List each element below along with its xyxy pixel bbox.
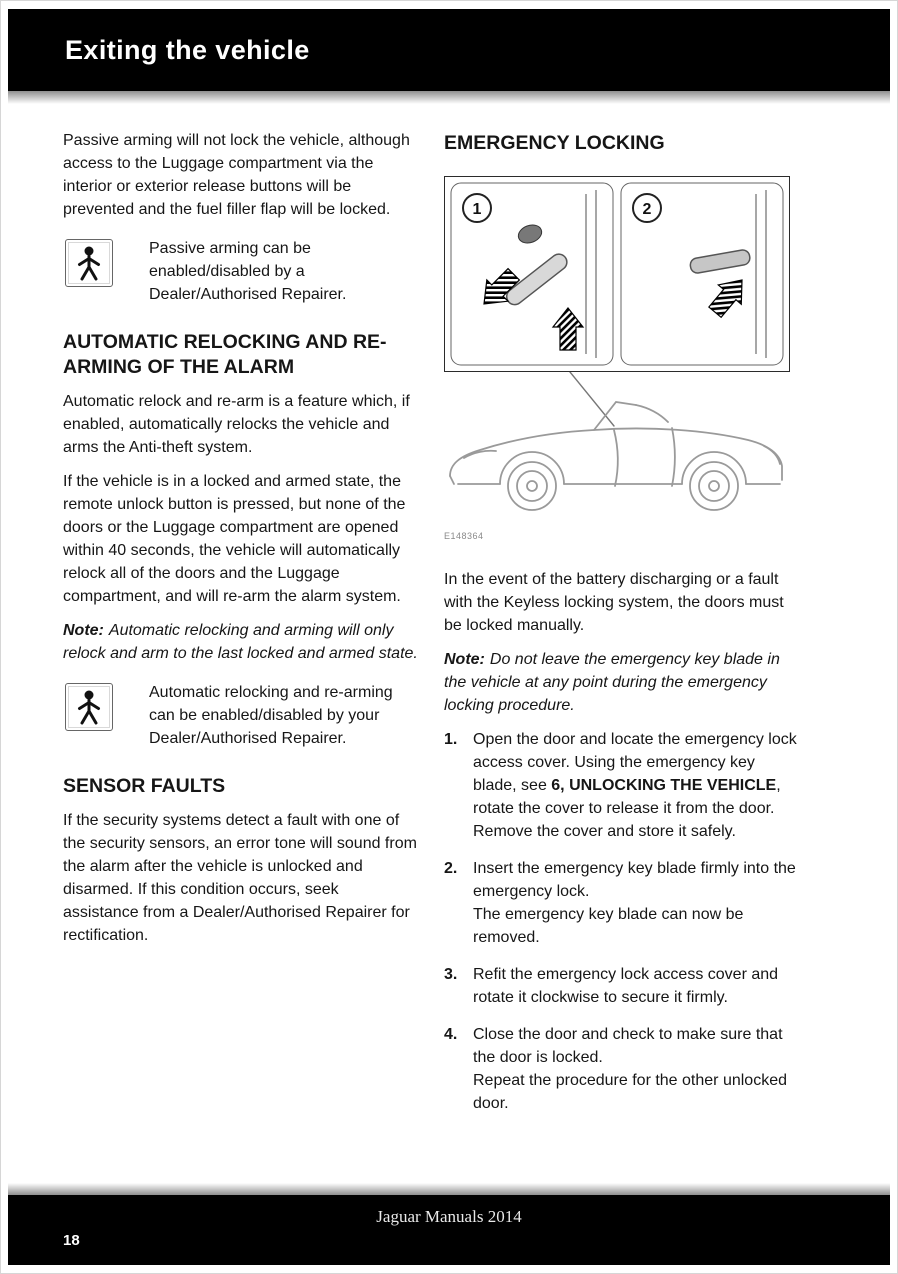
step-line: Insert the emergency key blade firmly in… <box>473 860 796 900</box>
section-heading-auto-relock: AUTOMATIC RELOCKING AND RE-ARMING OF THE… <box>63 331 387 378</box>
step-4: 4. Close the door and check to make sure… <box>444 1023 799 1115</box>
footer-watermark: Jaguar Manuals 2014 <box>376 1207 522 1226</box>
step-2: 2. Insert the emergency key blade firmly… <box>444 857 799 949</box>
person-figure <box>78 246 100 281</box>
step-number: 1. <box>444 731 458 748</box>
step-text: Close the door and check to make sure th… <box>473 1023 799 1115</box>
footer-shadow <box>8 1183 890 1195</box>
step-text-segment: , rotate the cover to release it from th… <box>473 777 781 840</box>
step-number: 4. <box>444 1026 458 1043</box>
step-line: Refit the emergency lock access cover an… <box>473 966 779 1006</box>
callout-text: Automatic relocking and re-arming can be… <box>149 684 393 747</box>
note: Note:Automatic relocking and arming will… <box>63 619 418 665</box>
step-line: The emergency key blade can now be remov… <box>473 906 744 946</box>
content-area: Passive arming will not lock the vehicle… <box>63 129 799 1129</box>
callout-text: Passive arming can be enabled/disabled b… <box>149 240 347 303</box>
paragraph: In the event of the battery discharging … <box>444 571 784 634</box>
dealer-repairer-icon <box>65 239 113 287</box>
person-figure <box>78 690 100 725</box>
note-label: Note: <box>63 622 104 639</box>
header-shadow <box>8 91 890 104</box>
note-text: Automatic relocking and arming will only… <box>63 622 418 662</box>
header-bar: Exiting the vehicle <box>8 9 890 91</box>
step-number: 3. <box>444 966 458 983</box>
note-label: Note: <box>444 651 485 668</box>
step-text: Open the door and locate the emergency l… <box>473 728 799 843</box>
figure-reference-code: E148364 <box>444 531 484 541</box>
step-number: 2. <box>444 860 458 877</box>
note: Note:Do not leave the emergency key blad… <box>444 648 799 717</box>
emergency-lock-panels-illustration: 1 2 <box>444 176 790 372</box>
step-1: 1. Open the door and locate the emergenc… <box>444 728 799 843</box>
note-text: Do not leave the emergency key blade in … <box>444 651 780 714</box>
figure-panel-2-number: 2 <box>643 201 652 218</box>
dealer-repairer-icon <box>65 683 113 731</box>
figure-emergency-locking: 1 2 <box>444 176 799 548</box>
intro-paragraph: Passive arming will not lock the vehicle… <box>63 132 410 218</box>
section-heading-sensor-faults: SENSOR FAULTS <box>63 775 226 797</box>
paragraph: Automatic relock and re-arm is a feature… <box>63 393 410 456</box>
footer-bar: Jaguar Manuals 2014 18 <box>8 1195 890 1265</box>
paragraph: If the vehicle is in a locked and armed … <box>63 473 406 605</box>
left-column: Passive arming will not lock the vehicle… <box>63 129 418 1129</box>
car-illustration <box>449 372 783 511</box>
figure-panel-1-number: 1 <box>473 201 482 218</box>
dealer-callout-2: Automatic relocking and re-arming can be… <box>63 681 418 750</box>
step-text: Refit the emergency lock access cover an… <box>473 963 799 1009</box>
step-text-segment: Open the door and locate the emergency l… <box>473 731 797 794</box>
section-heading-emergency-locking: EMERGENCY LOCKING <box>444 132 665 154</box>
page-number: 18 <box>63 1232 80 1249</box>
page-title: Exiting the vehicle <box>65 34 310 65</box>
dealer-callout-1: Passive arming can be enabled/disabled b… <box>63 237 418 306</box>
step-line: Repeat the procedure for the other unloc… <box>473 1072 787 1112</box>
step-line: Close the door and check to make sure th… <box>473 1026 783 1066</box>
step-3: 3. Refit the emergency lock access cover… <box>444 963 799 1009</box>
step-text: Insert the emergency key blade firmly in… <box>473 857 799 949</box>
emergency-locking-steps: 1. Open the door and locate the emergenc… <box>444 728 799 1115</box>
cross-reference: 6, UNLOCKING THE VEHICLE <box>551 777 777 794</box>
paragraph: If the security systems detect a fault w… <box>63 812 417 944</box>
right-column: EMERGENCY LOCKING <box>444 129 799 1129</box>
